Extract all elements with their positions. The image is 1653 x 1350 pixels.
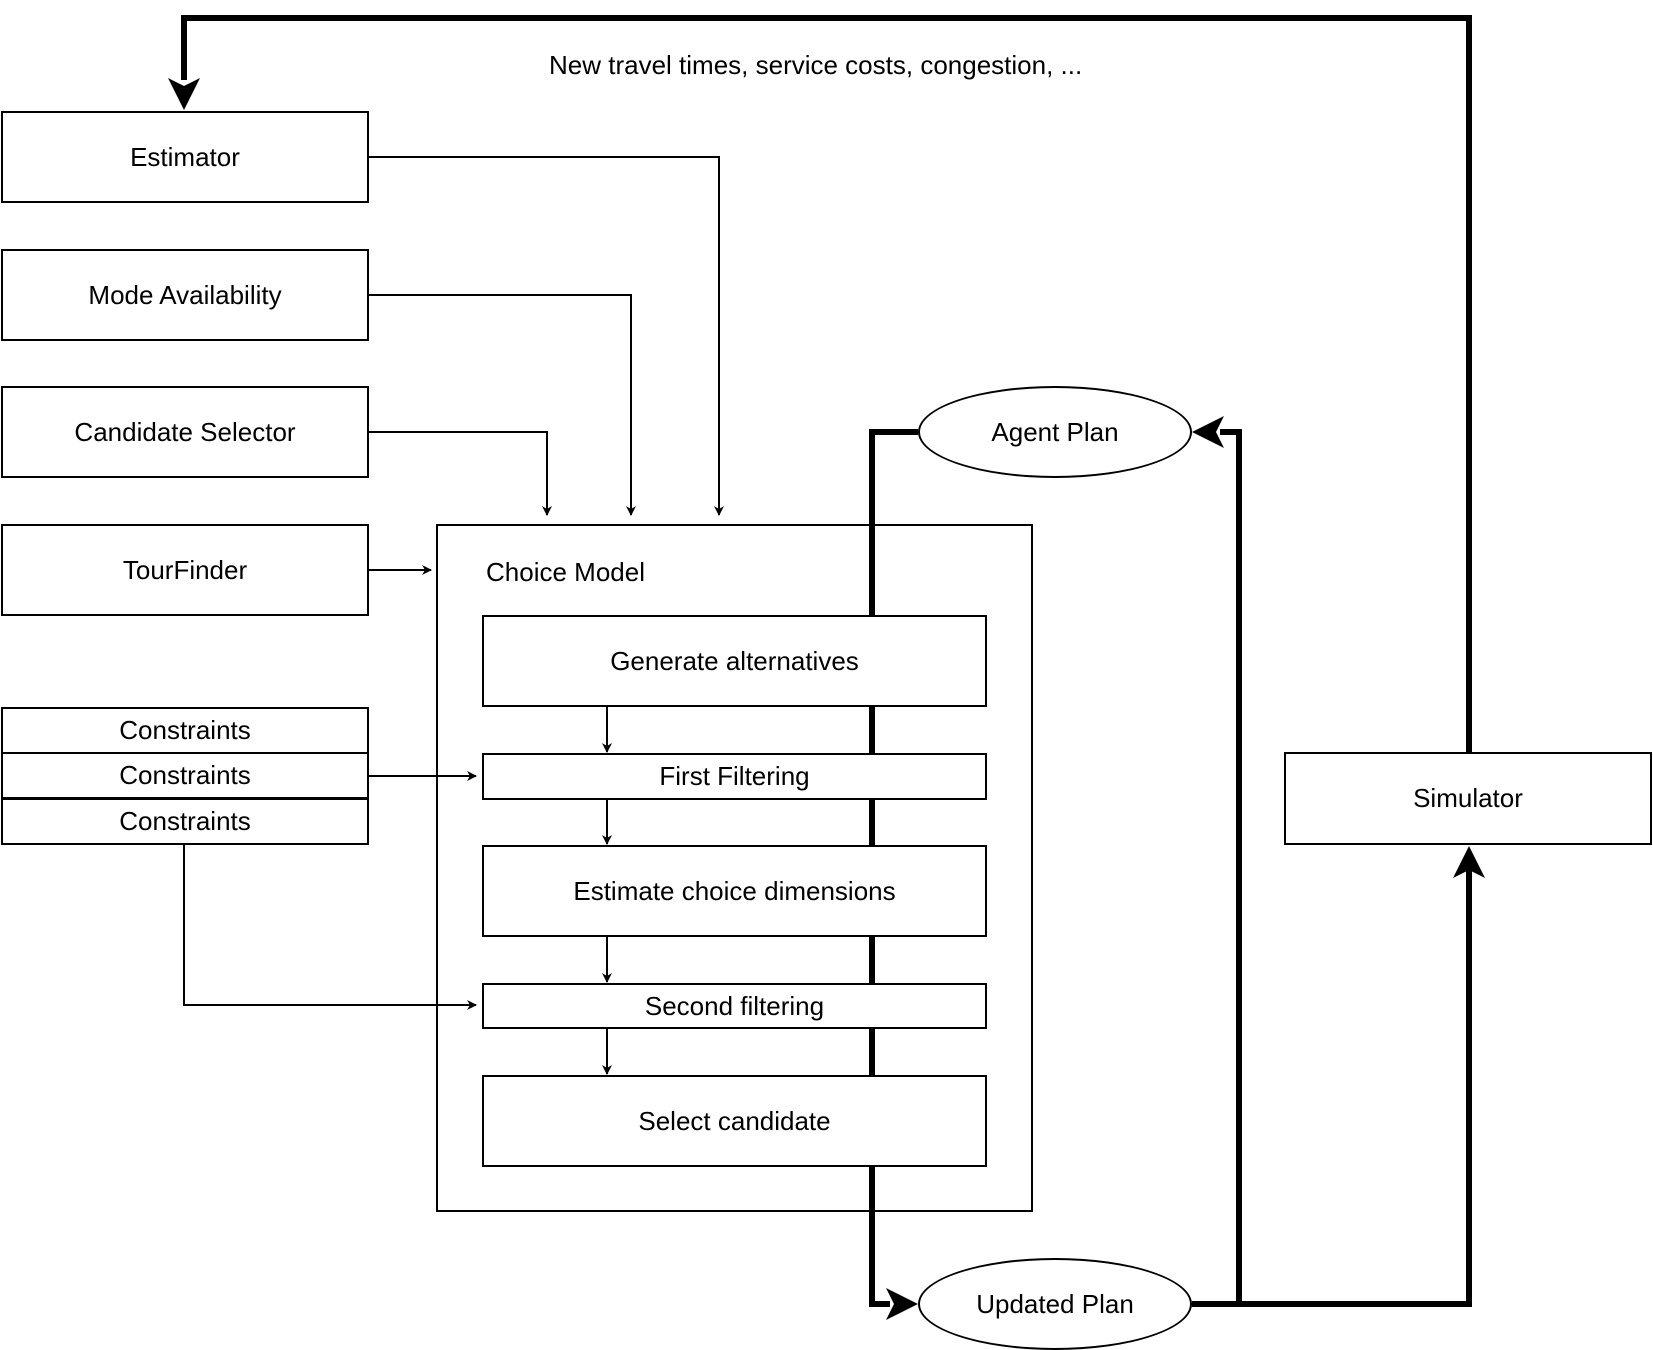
estimator-connector (368, 156, 724, 516)
updated-to-simulator-line (1239, 870, 1472, 1307)
candidate-selector-box[interactable]: Candidate Selector (1, 386, 369, 478)
select-candidate-box[interactable]: Select candidate (482, 1075, 987, 1167)
updated-plan-label: Updated Plan (976, 1288, 1134, 1319)
first-filtering-label: First Filtering (659, 761, 810, 791)
tourfinder-box[interactable]: TourFinder (1, 524, 369, 616)
first-filtering-box[interactable]: First Filtering (482, 753, 987, 800)
generate-alternatives-label: Generate alternatives (610, 645, 859, 676)
mode-availability-connector (368, 294, 636, 516)
second-filtering-label: Second filtering (644, 990, 825, 1021)
constraints-box-1[interactable]: Constraints (1, 707, 369, 754)
constraints-box-3[interactable]: Constraints (1, 798, 369, 845)
updated-plan-node[interactable]: Updated Plan (918, 1258, 1192, 1350)
agent-plan-node[interactable]: Agent Plan (918, 386, 1192, 478)
simulator-label: Simulator (1413, 783, 1523, 813)
mode-availability-label: Mode Availability (88, 279, 282, 310)
tourfinder-label: TourFinder (122, 554, 248, 585)
estimate-choice-dimensions-label: Estimate choice dimensions (573, 875, 896, 906)
choice-model-container (436, 524, 1033, 1212)
updated-to-agent-line (1192, 429, 1242, 1307)
feedback-arrowhead (168, 78, 200, 110)
estimator-label: Estimator (130, 141, 240, 172)
estimate-choice-dimensions-box[interactable]: Estimate choice dimensions (482, 845, 987, 937)
updated-to-simulator-arrowhead (1453, 846, 1485, 878)
choice-model-title: Choice Model (486, 557, 645, 587)
agent-plan-label: Agent Plan (991, 416, 1119, 447)
constraints-label-2: Constraints (119, 760, 251, 790)
updated-to-agent-arrowhead (1192, 416, 1224, 448)
constraints-box-2[interactable]: Constraints (1, 752, 369, 799)
generate-alternatives-box[interactable]: Generate alternatives (482, 615, 987, 707)
estimator-box[interactable]: Estimator (1, 111, 369, 203)
feedback-label: New travel times, service costs, congest… (549, 50, 1083, 80)
constraints-second-filter-connector (183, 845, 477, 1010)
feedback-loop-line (181, 15, 1472, 752)
constraints-label-1: Constraints (119, 715, 251, 745)
select-candidate-label: Select candidate (638, 1105, 831, 1136)
second-filtering-box[interactable]: Second filtering (482, 983, 987, 1029)
constraints-label-3: Constraints (119, 806, 251, 836)
mode-availability-box[interactable]: Mode Availability (1, 249, 369, 341)
candidate-selector-connector (368, 431, 552, 516)
candidate-selector-label: Candidate Selector (74, 416, 296, 447)
agent-plan-flow-arrowhead (886, 1288, 918, 1320)
simulator-box[interactable]: Simulator (1284, 752, 1652, 845)
